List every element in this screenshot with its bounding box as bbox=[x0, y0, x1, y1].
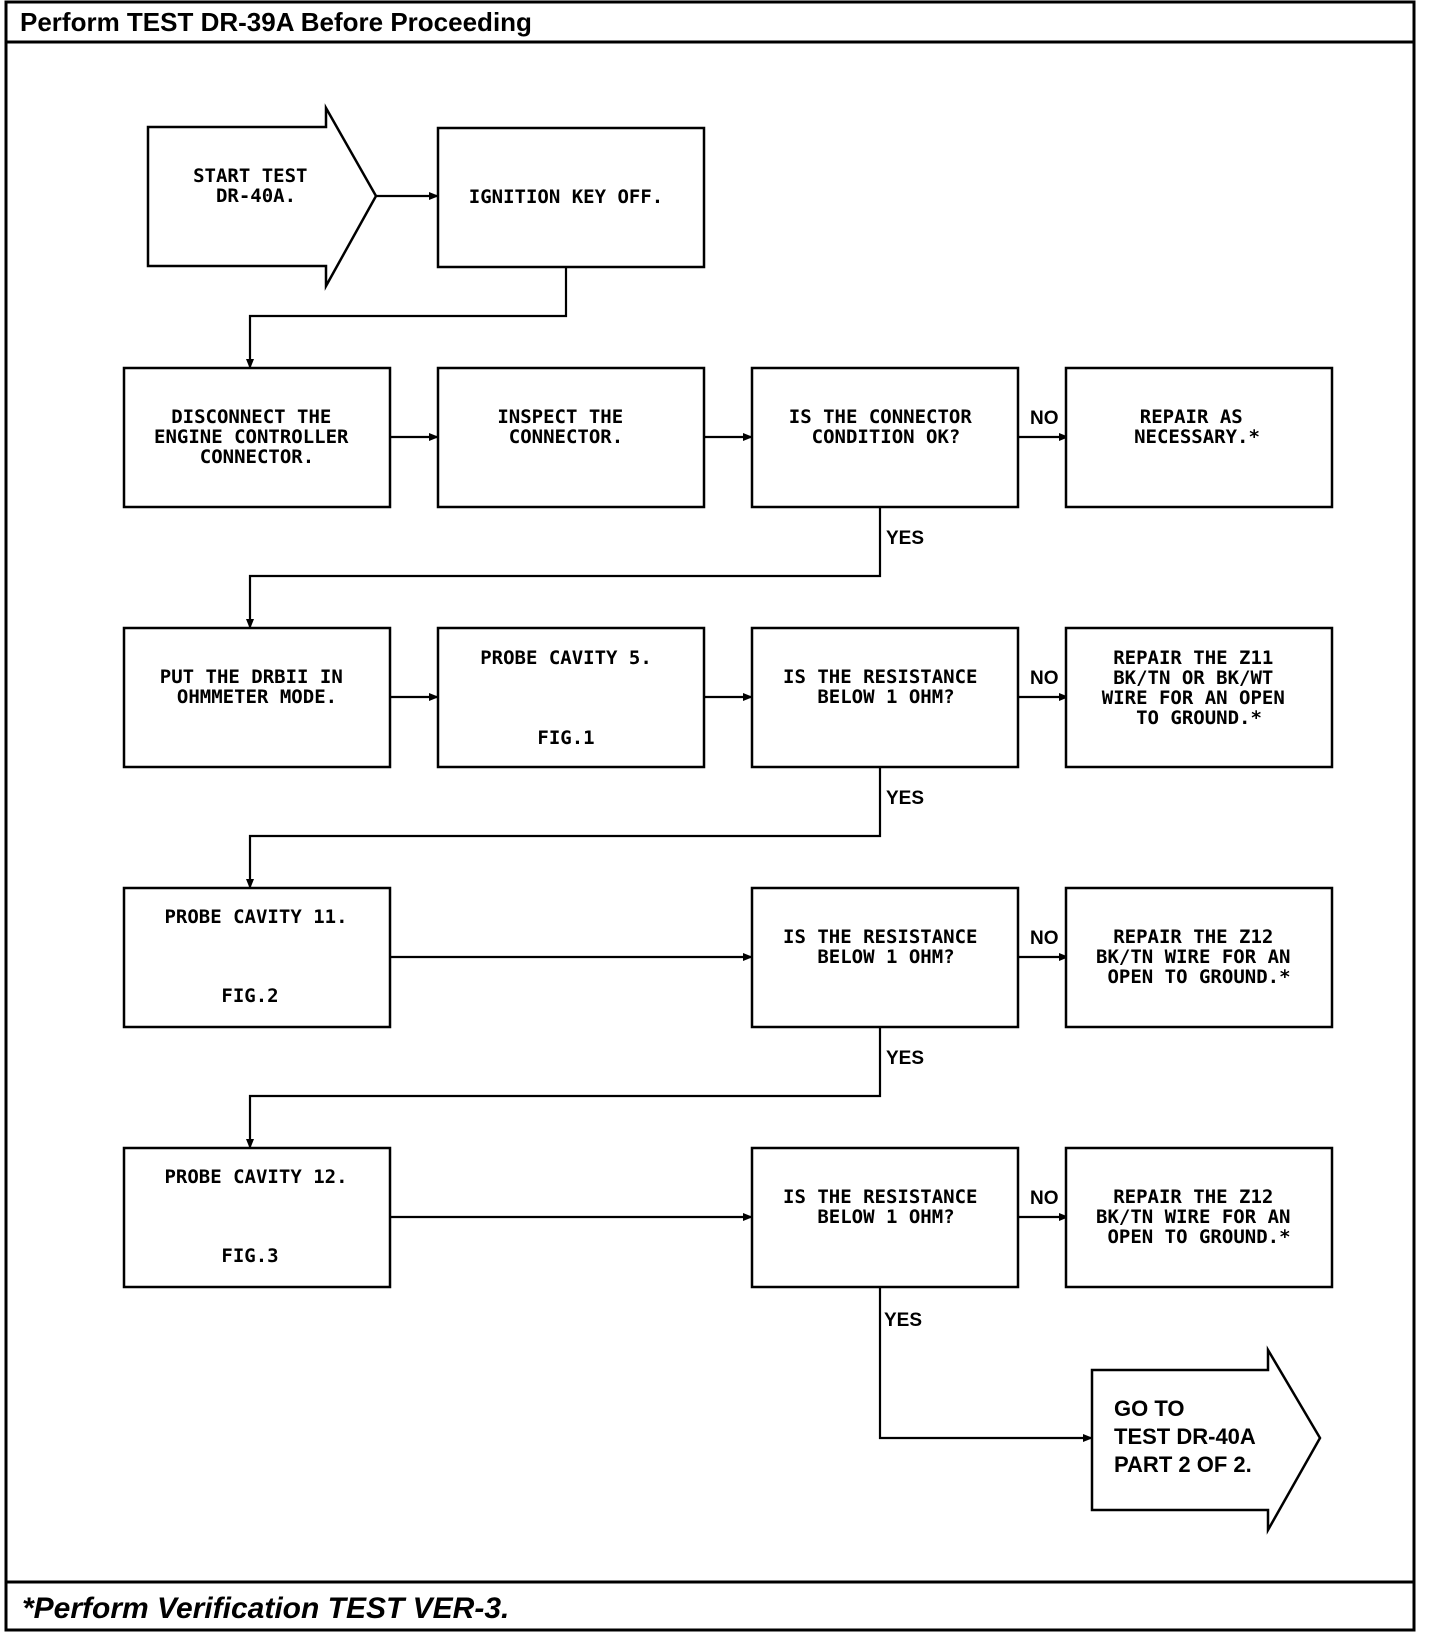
start-test-arrow: START TEST DR-40A. bbox=[146, 103, 378, 291]
probe-cavity-12-box: PROBE CAVITY 12. FIG.3 bbox=[122, 1146, 392, 1289]
probe-cavity-11-box: PROBE CAVITY 11. FIG.2 bbox=[122, 886, 392, 1029]
ignition-key-off-box: IGNITION KEY OFF. bbox=[436, 126, 706, 269]
resistance-question-2-box: IS THE RESISTANCE BELOW 1 OHM? bbox=[750, 886, 1020, 1029]
resistance-question-3-text: IS THE RESISTANCE BELOW 1 OHM? bbox=[783, 1186, 989, 1228]
goto-part-2-text: GO TO TEST DR-40A PART 2 OF 2. bbox=[1114, 1396, 1261, 1477]
ignition-key-off-text: IGNITION KEY OFF. bbox=[469, 186, 663, 208]
fig-3-label: FIG.3 bbox=[221, 1245, 278, 1267]
resistance-question-2-text: IS THE RESISTANCE BELOW 1 OHM? bbox=[783, 926, 989, 968]
probe-cavity-5-text: PROBE CAVITY 5. bbox=[480, 647, 652, 669]
resistance-question-1-text: IS THE RESISTANCE BELOW 1 OHM? bbox=[783, 666, 989, 708]
repair-as-necessary-box: REPAIR AS NECESSARY.* bbox=[1064, 366, 1334, 509]
arrow-yes-2 bbox=[246, 768, 882, 889]
arrow-ignition-to-disconnect bbox=[246, 267, 568, 369]
page-frame bbox=[4, 0, 1416, 1632]
arrow-yes-3 bbox=[246, 1027, 882, 1149]
fig-2-label: FIG.2 bbox=[221, 985, 278, 1007]
resistance-question-3-box: IS THE RESISTANCE BELOW 1 OHM? bbox=[750, 1146, 1020, 1289]
inspect-connector-text: INSPECT THE CONNECTOR. bbox=[497, 406, 634, 448]
no-label-3: NO bbox=[1030, 928, 1059, 949]
probe-cavity-12-text: PROBE CAVITY 12. bbox=[164, 1166, 347, 1188]
arrow-yes-4 bbox=[878, 1287, 1093, 1442]
repair-z11-text: REPAIR THE Z11 BK/TN OR BK/WT WIRE FOR A… bbox=[1102, 647, 1296, 729]
yes-label-3: YES bbox=[886, 1048, 924, 1069]
no-label-4: NO bbox=[1030, 1188, 1059, 1209]
no-label-2: NO bbox=[1030, 668, 1059, 689]
connectors bbox=[246, 192, 1093, 1442]
repair-z12-text-2: REPAIR THE Z12 BK/TN WIRE FOR AN OPEN TO… bbox=[1096, 1186, 1302, 1248]
connector-condition-question-box: IS THE CONNECTOR CONDITION OK? bbox=[750, 366, 1020, 509]
yes-label-2: YES bbox=[886, 788, 924, 809]
disconnect-connector-box: DISCONNECT THE ENGINE CONTROLLER CONNECT… bbox=[122, 366, 392, 509]
page-title: Perform TEST DR-39A Before Proceeding bbox=[20, 7, 532, 37]
repair-z12-box-1: REPAIR THE Z12 BK/TN WIRE FOR AN OPEN TO… bbox=[1064, 886, 1334, 1029]
repair-as-necessary-text: REPAIR AS NECESSARY.* bbox=[1134, 406, 1260, 448]
arrow-yes-1 bbox=[246, 507, 882, 629]
connector-condition-question-text: IS THE CONNECTOR CONDITION OK? bbox=[789, 406, 983, 448]
repair-z12-box-2: REPAIR THE Z12 BK/TN WIRE FOR AN OPEN TO… bbox=[1064, 1146, 1334, 1289]
probe-cavity-5-box: PROBE CAVITY 5. FIG.1 bbox=[436, 626, 706, 769]
resistance-question-1-box: IS THE RESISTANCE BELOW 1 OHM? bbox=[750, 626, 1020, 769]
start-test-text: START TEST DR-40A. bbox=[193, 165, 319, 207]
ohmmeter-mode-box: PUT THE DRBII IN OHMMETER MODE. bbox=[122, 626, 392, 769]
fig-1-label: FIG.1 bbox=[537, 727, 594, 749]
inspect-connector-box: INSPECT THE CONNECTOR. bbox=[436, 366, 706, 509]
probe-cavity-11-text: PROBE CAVITY 11. bbox=[164, 906, 347, 928]
footer-note: *Perform Verification TEST VER-3. bbox=[22, 1592, 509, 1625]
no-label-1: NO bbox=[1030, 408, 1059, 429]
yes-label-4: YES bbox=[884, 1310, 922, 1331]
repair-z11-box: REPAIR THE Z11 BK/TN OR BK/WT WIRE FOR A… bbox=[1064, 626, 1334, 769]
repair-z12-text-1: REPAIR THE Z12 BK/TN WIRE FOR AN OPEN TO… bbox=[1096, 926, 1302, 988]
disconnect-connector-text: DISCONNECT THE ENGINE CONTROLLER CONNECT… bbox=[154, 406, 360, 468]
yes-label-1: YES bbox=[886, 528, 924, 549]
ohmmeter-mode-text: PUT THE DRBII IN OHMMETER MODE. bbox=[160, 666, 354, 708]
goto-part-2-arrow: GO TO TEST DR-40A PART 2 OF 2. bbox=[1090, 1345, 1322, 1535]
